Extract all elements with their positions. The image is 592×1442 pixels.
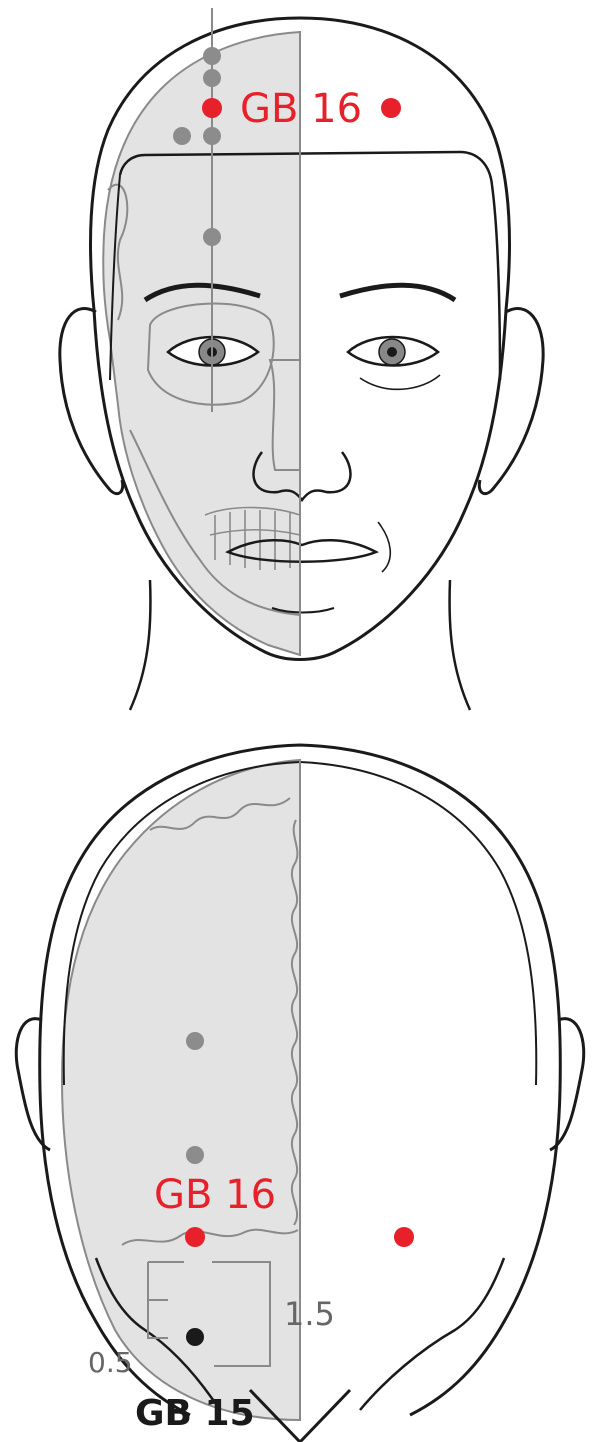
back-gb15-label: GB 15 [135,1393,255,1434]
back-gb16-point-left [185,1227,205,1247]
back-head-view: GB 16 GB 15 1.5 0.5 [16,745,583,1442]
front-gb16-point-right [381,98,401,118]
front-right-eyebrow [340,285,455,300]
measure-horizontal-label: 0.5 [88,1346,133,1379]
front-gb16-label: GB 16 [240,86,362,132]
back-skull-shade [62,760,300,1420]
front-neighbor-point [173,127,191,145]
measure-vertical-label: 1.5 [284,1295,335,1333]
front-neighbor-point [203,127,221,145]
front-right-eye [348,337,440,389]
front-right-ear [479,309,543,494]
back-gb16-point-right [394,1227,414,1247]
back-neighbor-point [186,1146,204,1164]
back-left-ear [16,1019,50,1150]
back-nape-right [360,1258,504,1410]
back-right-ear [550,1019,584,1150]
back-gb15-point [186,1328,204,1346]
front-neighbor-point [203,69,221,87]
back-gb16-label: GB 16 [154,1172,276,1218]
front-neighbor-point [203,47,221,65]
front-neighbor-point [203,228,221,246]
back-neighbor-point [186,1032,204,1050]
front-head-view: GB 16 [60,8,543,710]
back-hair-boundary-right [300,762,536,1085]
front-cheek-line [378,522,390,572]
front-gb16-point-left [202,98,222,118]
